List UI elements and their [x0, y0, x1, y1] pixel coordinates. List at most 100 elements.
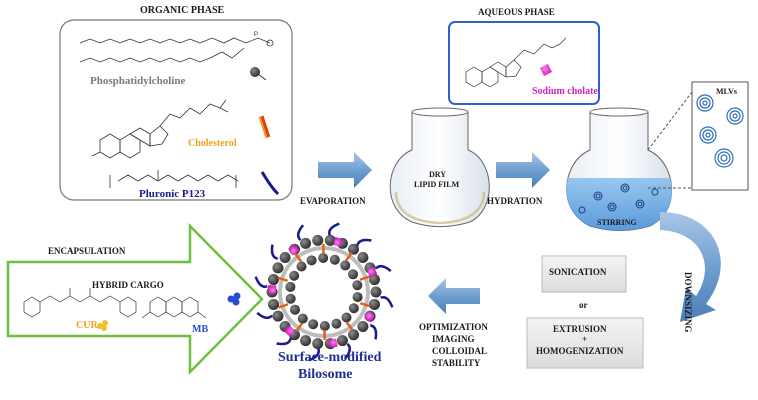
cholate-cube — [366, 266, 378, 278]
inner-head — [319, 320, 330, 331]
pluronic-chain — [254, 276, 268, 288]
outer-head — [312, 234, 324, 246]
pluronic-chain — [270, 244, 279, 260]
cholesterol-bar — [344, 252, 353, 262]
inner-head — [348, 303, 359, 314]
cholesterol-bar — [359, 275, 370, 281]
colloidal-label: COLLOIDAL — [432, 346, 488, 356]
outer-head — [357, 252, 369, 264]
mlvs-icons — [696, 94, 744, 168]
pluronic-structure — [109, 170, 239, 188]
sodium-cholate-icon — [540, 64, 552, 76]
outer-head — [279, 252, 291, 264]
pluronic-label: Pluronic P123 — [139, 188, 206, 200]
dry-film-label-1: DRY — [429, 170, 447, 179]
mlv-particles-in-flask — [578, 183, 659, 214]
inner-head — [289, 304, 300, 315]
or-label: or — [579, 300, 588, 310]
pluronic-chain — [256, 311, 273, 320]
organic-phase-title: ORGANIC PHASE — [140, 5, 225, 16]
methylene-blue-structure — [141, 296, 207, 319]
bilosome-title-1: Surface-modified — [278, 350, 382, 365]
evaporation-label: EVAPORATION — [300, 196, 366, 206]
inner-head — [285, 293, 296, 304]
outer-head — [368, 298, 380, 310]
outer-head — [300, 237, 312, 249]
extrusion-box — [526, 317, 644, 369]
bilosome-cholesterol-bars — [277, 243, 371, 341]
cholate-cube — [328, 338, 338, 348]
inner-head — [348, 269, 359, 280]
inner-head — [340, 260, 351, 271]
bilosome-cholate-cubes — [267, 237, 378, 348]
cholesterol-bar — [277, 276, 289, 282]
pluronic-chain — [380, 296, 394, 308]
outer-head — [272, 310, 284, 322]
stability-label: STABILITY — [432, 358, 481, 368]
outer-head — [312, 338, 324, 350]
encapsulation-arrow — [6, 222, 264, 376]
mb-label: MB — [192, 324, 209, 335]
sonication-label: SONICATION — [549, 267, 607, 277]
outer-head — [268, 298, 280, 310]
stirring-label: STIRRING — [597, 218, 637, 227]
cholesterol-bar — [294, 252, 303, 263]
extrusion-label: EXTRUSION — [553, 324, 607, 334]
plus-label: + — [582, 334, 588, 344]
dry-lipid-film-flask — [389, 107, 490, 227]
evaporation-arrow — [318, 152, 372, 188]
outer-head — [324, 234, 336, 246]
imaging-label: IMAGING — [432, 334, 475, 344]
svg-text:P: P — [254, 32, 258, 38]
inner-head — [352, 280, 363, 291]
cholesterol-bar — [295, 322, 304, 332]
homogenization-label: HOMOGENIZATION — [536, 346, 624, 356]
mb-icon — [227, 292, 241, 306]
cur-icon — [97, 320, 108, 331]
outer-head — [357, 320, 369, 332]
pluronic-icon — [260, 171, 280, 196]
pluronic-chain — [375, 264, 392, 273]
cholesterol-label: Cholesterol — [188, 138, 237, 149]
pluronic-chain — [343, 343, 352, 360]
cholesterol-bar — [345, 321, 354, 332]
inner-head — [308, 319, 319, 330]
outer-head — [272, 262, 284, 274]
hydration-arrow — [496, 152, 550, 188]
encapsulation-title: ENCAPSULATION — [48, 246, 126, 256]
organic-phase-box — [59, 19, 293, 201]
sodium-cholate-label: Sodium cholate — [532, 86, 598, 97]
curcumin-structure — [23, 288, 137, 318]
phosphatidylcholine-structure: P — [79, 32, 274, 63]
outer-head — [348, 329, 360, 341]
downsizing-arrow — [660, 212, 721, 322]
cholesterol-bar — [278, 303, 289, 309]
inner-head — [289, 270, 300, 281]
pluronic-chain — [356, 238, 372, 247]
cur-label: CUR — [76, 320, 98, 331]
hybrid-cargo-label: HYBRID CARGO — [92, 280, 164, 290]
sodium-cholate-structure — [465, 37, 567, 88]
inner-head — [352, 292, 363, 303]
inner-head — [331, 318, 342, 329]
cholate-cube — [333, 237, 344, 247]
cholesterol-structure — [91, 99, 229, 159]
inner-head — [318, 253, 329, 264]
outer-head — [368, 274, 380, 286]
outer-head — [300, 335, 312, 347]
cholate-cube — [283, 325, 296, 337]
outer-head — [268, 274, 280, 286]
hydration-label: HYDRATION — [487, 196, 543, 206]
outer-head — [348, 243, 360, 255]
phospholipid-icon — [250, 67, 267, 81]
inner-head — [341, 312, 352, 323]
downsizing-label: DOWNSIZING — [683, 272, 693, 333]
cholate-cube — [288, 244, 300, 256]
cholesterol-icon — [258, 115, 271, 139]
bilosome — [254, 222, 394, 362]
bilosome-title-2: Bilosome — [298, 367, 353, 382]
inner-head — [329, 254, 340, 265]
inner-head — [306, 255, 317, 266]
outer-head — [370, 286, 382, 298]
